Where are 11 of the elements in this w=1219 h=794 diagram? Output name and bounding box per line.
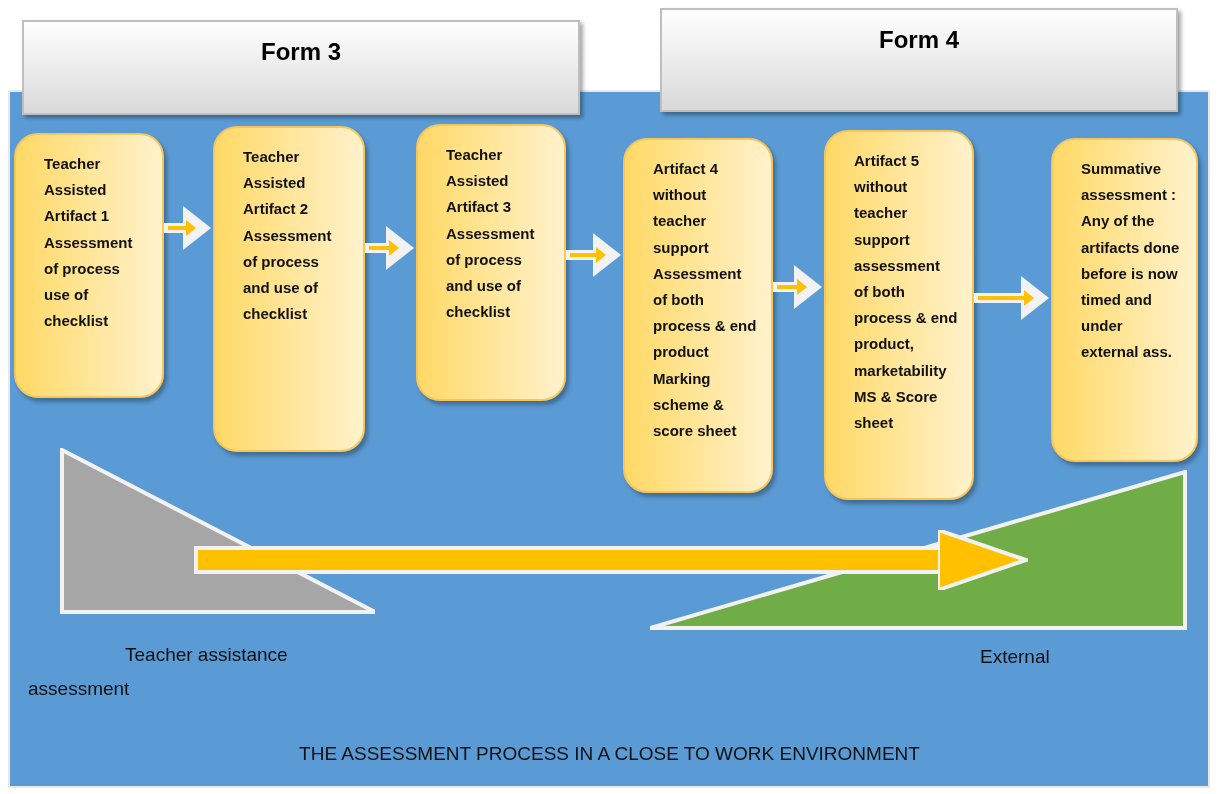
process-box: Artifact 4 without teacher support Assessment of both process & end product Marking scheme & score sheet: [623, 138, 773, 493]
caption: THE ASSESSMENT PROCESS IN A CLOSE TO WORK ENVIRONMENT: [298, 743, 921, 765]
process-box: Teacher Assisted Artifact 1 Assessment of process use of checklist: [14, 133, 164, 398]
process-box: Teacher Assisted Artifact 3 Assessment of process and use of checklist: [416, 124, 566, 401]
process-box: Artifact 5 without teacher support assessment of both process & end product, marketability MS & Score sheet: [824, 130, 974, 500]
header-box: Form 4: [660, 8, 1178, 112]
triangle-label: Teacher assistance assessment: [28, 643, 289, 701]
header-box: Form 3: [22, 20, 580, 115]
process-box: Teacher Assisted Artifact 2 Assessment of process and use of checklist: [213, 126, 365, 452]
process-box: Summative assessment : Any of the artifacts done before is now timed and under external ass.: [1051, 138, 1198, 462]
triangle-label: External: [980, 645, 1051, 669]
